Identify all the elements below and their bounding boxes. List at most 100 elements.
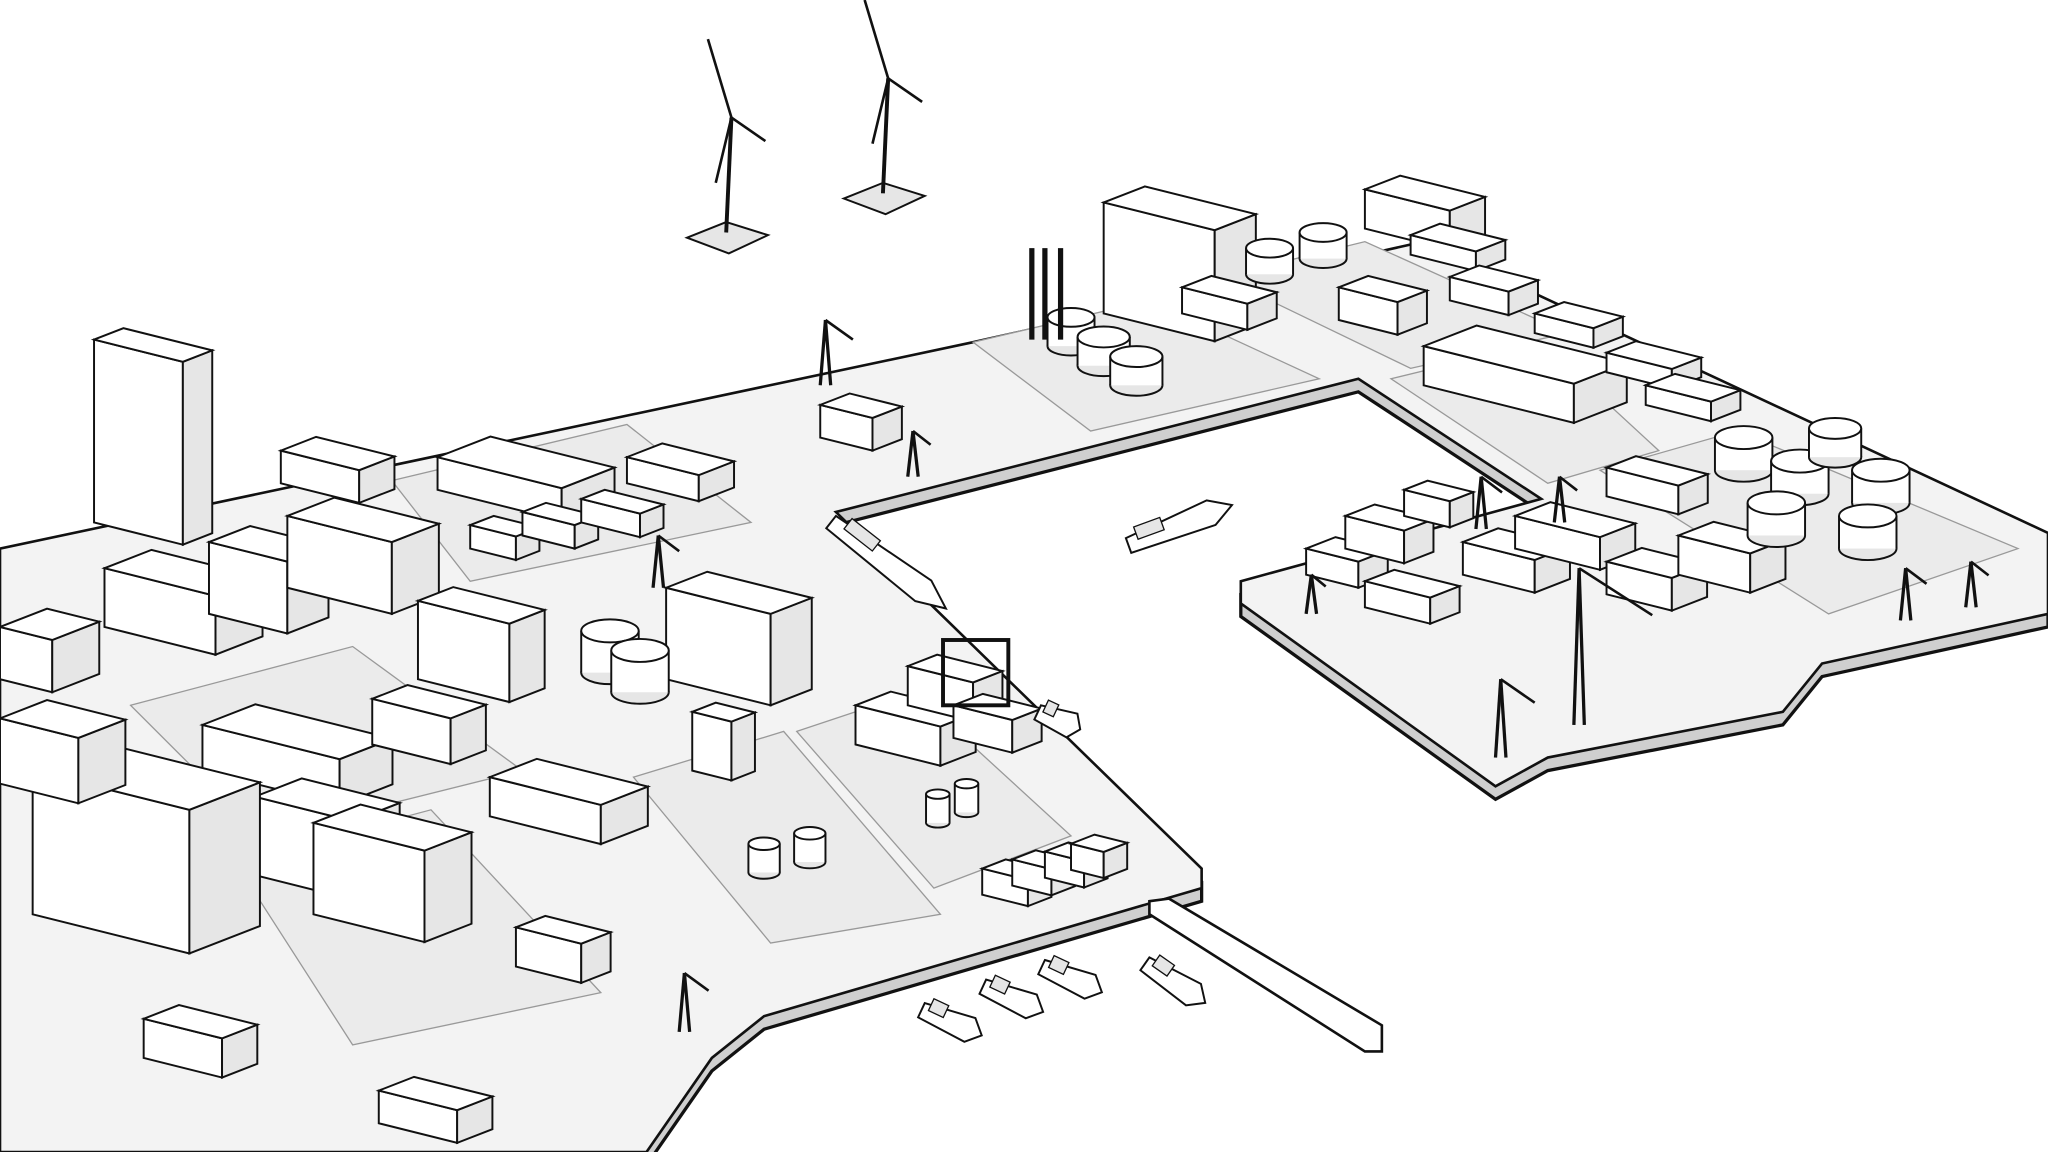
crane — [818, 318, 854, 386]
building-roof — [1100, 185, 1260, 232]
building — [1642, 372, 1744, 423]
crane-mast — [906, 430, 915, 477]
tank-top — [1109, 345, 1164, 368]
building — [1407, 222, 1509, 273]
building — [284, 496, 443, 616]
building-roof — [434, 435, 618, 490]
tank-top — [793, 826, 827, 841]
crane — [1474, 475, 1503, 530]
storage-tank — [925, 788, 951, 829]
tower-building — [90, 327, 216, 547]
crane-jib — [1499, 678, 1536, 704]
building-roof — [369, 684, 490, 720]
building — [0, 607, 103, 694]
building-roof — [375, 1075, 496, 1112]
crane — [1304, 573, 1327, 615]
crane-jib — [1904, 567, 1928, 585]
building-front — [691, 710, 733, 782]
storage-tank — [1770, 448, 1830, 507]
crane-mast — [911, 430, 920, 477]
crane-jib — [1578, 567, 1653, 617]
building — [577, 488, 667, 539]
tank-wall — [926, 794, 950, 823]
crane — [677, 972, 710, 1032]
building-roof — [277, 435, 398, 472]
building — [1603, 455, 1711, 516]
ship-cabin — [988, 974, 1012, 995]
building-side — [769, 596, 813, 707]
building-roof — [310, 803, 475, 852]
building-roof — [689, 701, 759, 723]
crane-mast — [1969, 561, 1978, 608]
building-roof — [140, 1004, 261, 1040]
container-stack — [1067, 833, 1131, 880]
storage-tank — [1746, 490, 1807, 548]
storage-tank — [610, 637, 670, 705]
crane-jib — [1310, 573, 1327, 588]
tank-top — [580, 618, 640, 644]
building — [1531, 301, 1627, 350]
turbine-blade — [730, 116, 767, 143]
turbine-blade — [871, 78, 890, 144]
crane — [1964, 560, 1990, 608]
building-roof — [1407, 222, 1509, 253]
building — [310, 803, 475, 944]
building-roof — [623, 442, 738, 477]
building — [519, 501, 602, 551]
turbine-blade — [863, 0, 890, 79]
crane-mast — [677, 972, 687, 1032]
building — [1361, 568, 1463, 626]
crane-mast — [818, 319, 828, 386]
storage-tank — [1245, 237, 1295, 285]
crane — [906, 429, 932, 477]
crane-jib — [824, 318, 854, 341]
ship — [916, 997, 983, 1043]
ship-hull — [916, 1001, 983, 1043]
building-roof — [1400, 479, 1477, 503]
crane-mast — [1493, 679, 1503, 758]
storage-tank — [1838, 503, 1898, 562]
crane-mast — [1904, 568, 1913, 621]
ship-cabin — [1132, 516, 1166, 541]
tank-top — [953, 777, 980, 790]
warehouse — [1420, 324, 1631, 425]
ship-cabin — [927, 997, 950, 1019]
building-front — [93, 338, 184, 546]
crane-mast — [1499, 679, 1508, 758]
building — [623, 442, 738, 503]
building-roof — [1642, 372, 1744, 403]
tank-top — [1807, 416, 1863, 440]
building-roof — [0, 699, 129, 739]
building-roof — [284, 496, 443, 544]
ship-hull — [978, 978, 1045, 1020]
turbine-tower — [724, 117, 734, 233]
warehouse — [486, 757, 652, 846]
crane — [651, 534, 680, 588]
building-roof — [0, 607, 103, 642]
crane-mast — [1577, 568, 1586, 725]
building — [817, 392, 906, 453]
building-roof — [1067, 833, 1131, 853]
ship-cabin — [1151, 954, 1176, 977]
crane-mast — [656, 535, 666, 588]
crane-jib — [912, 429, 932, 446]
storage-tank — [1807, 416, 1863, 469]
pier — [1148, 897, 1384, 1053]
ship — [1124, 499, 1234, 555]
crane-mast — [1964, 561, 1973, 608]
building-roof — [414, 586, 548, 625]
tank-top — [1838, 503, 1898, 529]
crane-mast — [1572, 568, 1581, 725]
ship-cabin — [1042, 699, 1060, 718]
crane-jib — [1480, 475, 1503, 494]
building-roof — [662, 570, 815, 615]
tank-top — [1851, 457, 1911, 483]
tank-top — [1298, 222, 1348, 243]
wind-turbine — [841, 0, 928, 216]
crane-mast — [1474, 476, 1483, 530]
crane-jib — [657, 534, 680, 553]
crane-mast — [1557, 476, 1567, 523]
storage-tank — [1851, 457, 1911, 516]
building-roof — [1511, 501, 1639, 539]
